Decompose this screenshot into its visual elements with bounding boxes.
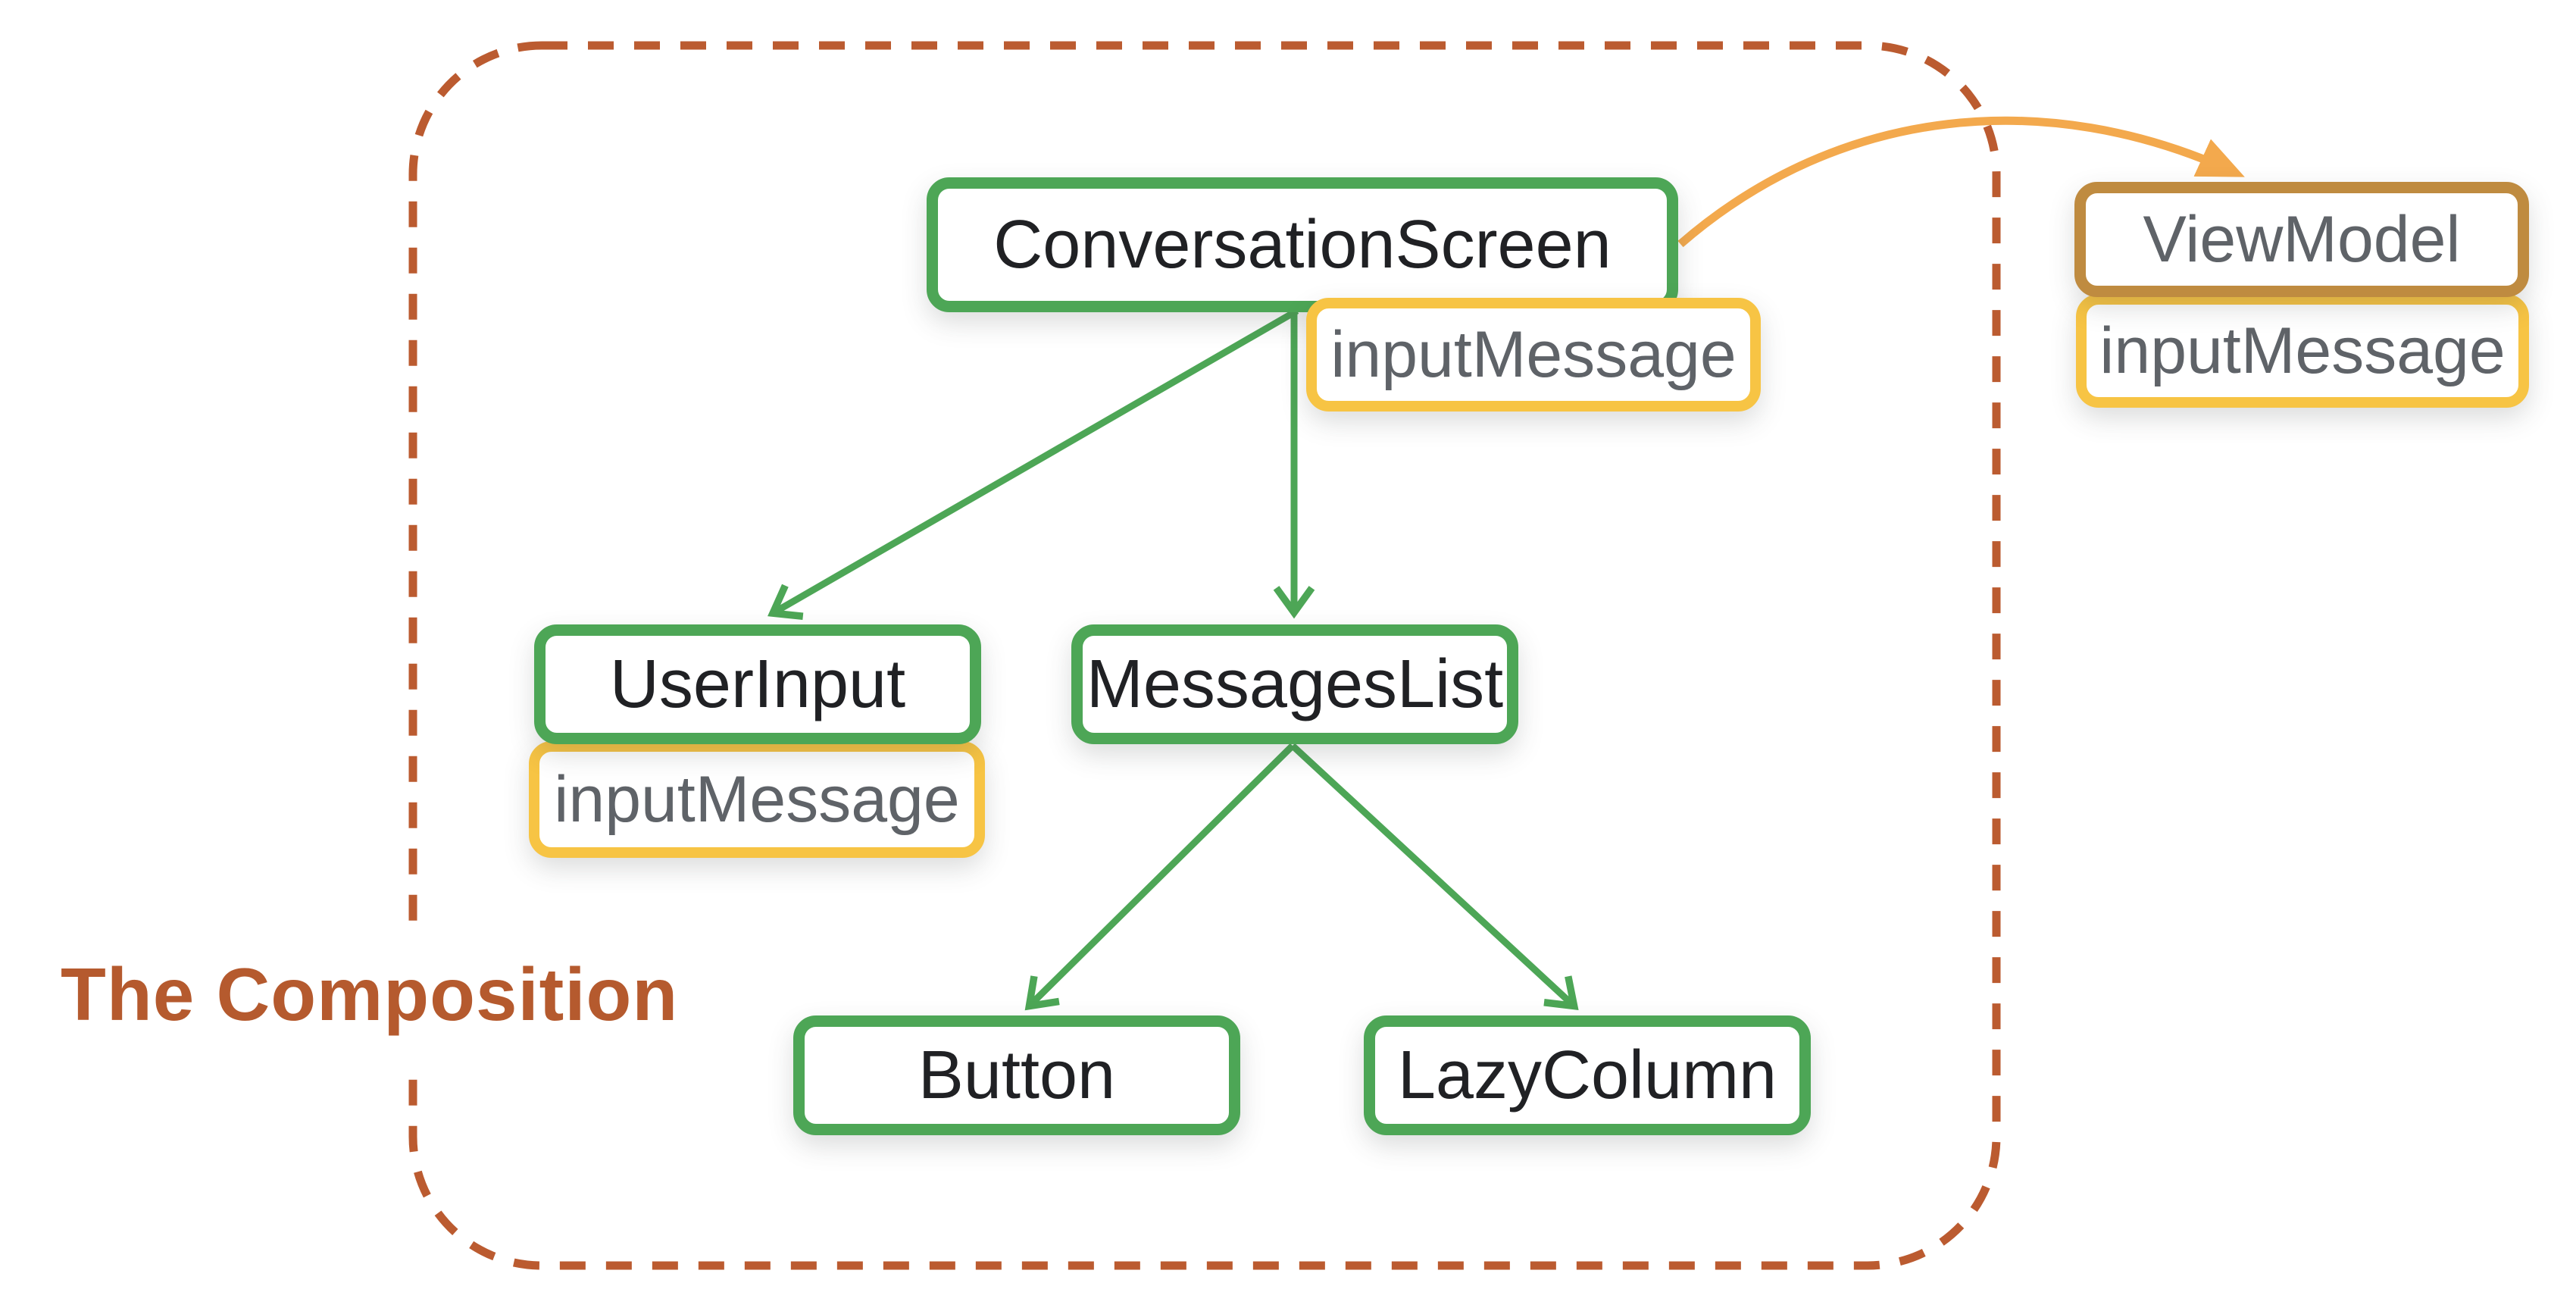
node-button: Button	[793, 1015, 1240, 1135]
node-label: MessagesList	[1086, 646, 1504, 722]
composition-title: The Composition	[33, 922, 706, 1068]
node-conversationscreen: ConversationScreen	[927, 177, 1678, 312]
node-label: LazyColumn	[1397, 1037, 1777, 1113]
edge-conversationscreen-to-userinput	[767, 308, 1299, 620]
node-userinput: UserInput	[534, 624, 981, 744]
node-lazycolumn: LazyColumn	[1364, 1015, 1811, 1135]
node-label: ViewModel	[2143, 202, 2461, 276]
node-label: ConversationScreen	[993, 206, 1612, 283]
node-messageslist: MessagesList	[1071, 624, 1518, 744]
node-viewmodel: ViewModel	[2074, 182, 2529, 297]
state-box-conversationscreen-inputmessage: inputMessage	[1306, 298, 1761, 411]
edge-conversationscreen-to-viewmodel	[1677, 116, 2245, 248]
edge-messageslist-to-button	[1024, 743, 1296, 1011]
edge-messageslist-to-lazycolumn	[1290, 743, 1579, 1011]
composition-boundary-dashed-border	[408, 41, 2001, 1270]
state-label: inputMessage	[1330, 318, 1737, 391]
state-label: inputMessage	[2099, 314, 2506, 387]
state-box-viewmodel-inputmessage: inputMessage	[2076, 294, 2529, 408]
node-label: Button	[918, 1037, 1116, 1113]
state-label: inputMessage	[554, 762, 960, 836]
node-label: UserInput	[609, 646, 906, 722]
state-box-userinput-inputmessage: inputMessage	[529, 741, 985, 858]
